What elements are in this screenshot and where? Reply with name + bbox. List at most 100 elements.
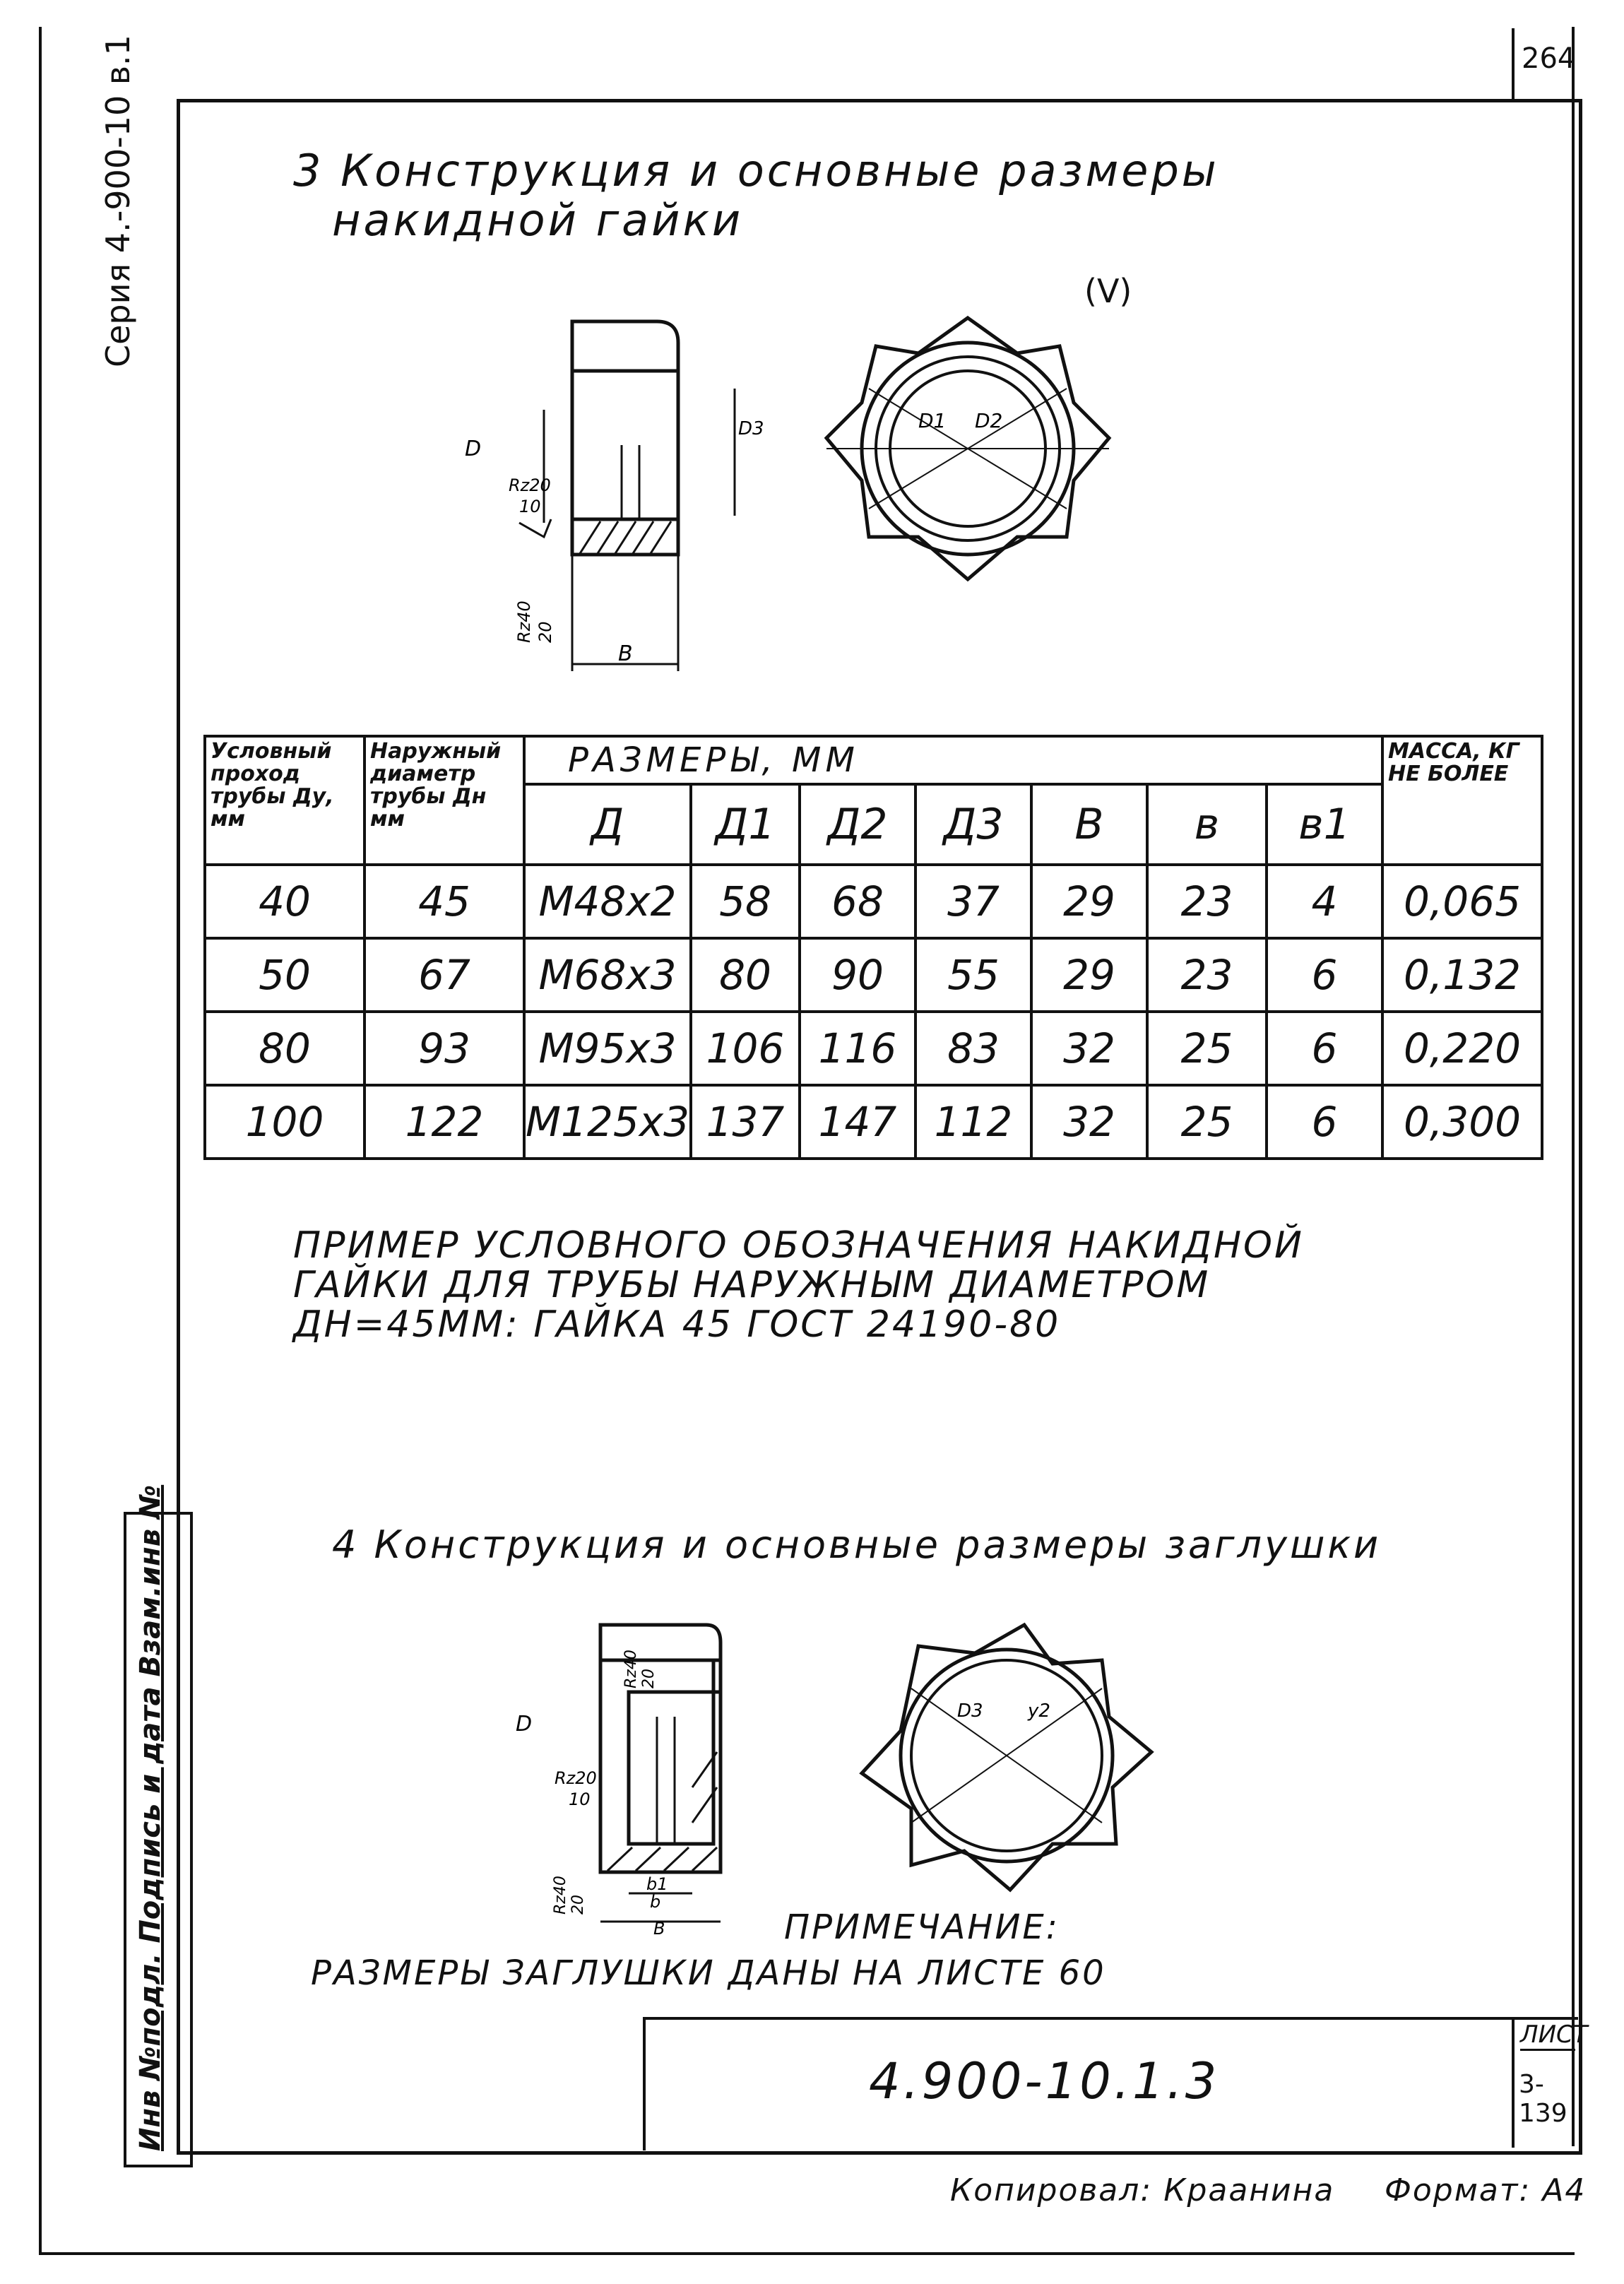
plug-label-b: b <box>650 1892 660 1912</box>
cell: М68х3 <box>523 937 692 1013</box>
label-b: B <box>618 641 633 666</box>
plug-label-twenty: 20 <box>640 1669 658 1688</box>
cell: 4 <box>1264 863 1384 940</box>
cell: 50 <box>203 937 366 1013</box>
cell: 23 <box>1145 863 1268 940</box>
note-heading: ПРИМЕЧАНИЕ: <box>784 1907 1060 1947</box>
hatching <box>578 521 672 555</box>
plug-body <box>600 1658 721 1846</box>
sub-header: Д <box>523 783 692 866</box>
cell: 116 <box>798 1010 917 1087</box>
sub-header: в1 <box>1264 783 1384 866</box>
nut-flange <box>570 517 680 557</box>
cell: 6 <box>1264 1010 1384 1087</box>
sheet-number: 264 <box>1522 42 1576 75</box>
cell: 0,132 <box>1380 937 1543 1013</box>
plug-center-line-2 <box>911 1688 1103 1823</box>
cell: 58 <box>689 863 801 940</box>
cell: 23 <box>1145 937 1268 1013</box>
cell: 147 <box>798 1084 917 1160</box>
example-line: ДН=45ММ: ГАЙКА 45 ГОСТ 24190-80 <box>293 1303 1061 1346</box>
label-d3: D3 <box>738 418 764 439</box>
example-line: ПРИМЕР УСЛОВНОГО ОБОЗНАЧЕНИЯ НАКИДНОЙ <box>293 1224 1304 1267</box>
cell: 83 <box>913 1010 1033 1087</box>
example-line: ГАЙКИ ДЛЯ ТРУБЫ НАРУЖНЫМ ДИАМЕТРОМ <box>293 1264 1211 1306</box>
title-block <box>643 2017 1578 2150</box>
sheet-number-box: 264 <box>1512 28 1578 102</box>
plug-hatching <box>606 1751 718 1872</box>
plug-plan-drawing: D3 y2 <box>859 1622 1154 1893</box>
view-mark: (V) <box>1084 272 1132 310</box>
table-header-row: Условный проход трубы Ду, мм Наружный ди… <box>203 735 1543 866</box>
series-label: Серия 4.-900-10 в.1 <box>99 35 137 367</box>
label-d: D <box>465 437 481 461</box>
table-subheader-row: Д Д1 Д2 Д3 В в в1 <box>205 783 1542 866</box>
document-code: 4.900-10.1.3 <box>869 2052 1220 2110</box>
cell: 29 <box>1029 937 1149 1013</box>
plug-label-bb: B <box>653 1919 665 1936</box>
section3-title-line2: накидной гайки <box>332 194 744 246</box>
label-rz20: Rz20 <box>509 475 551 495</box>
cell: 0,065 <box>1380 863 1543 940</box>
nut-section-drawing: D D3 Rz20 10 Rz40 20 B <box>465 319 764 671</box>
paper-format: Формат: А4 <box>1385 2172 1587 2208</box>
sub-header: Д2 <box>798 783 917 866</box>
sheet-label: ЛИСТ <box>1520 2020 1588 2051</box>
plug-label-rz20: Rz20 <box>555 1768 597 1788</box>
plug-outer <box>598 1658 723 1874</box>
cell: 80 <box>689 937 801 1013</box>
nut-top-contour <box>570 319 680 373</box>
label-twenty: 20 <box>535 621 555 643</box>
outer-frame-right <box>1572 27 1575 2146</box>
stamp-column-text: Инв №подл. Подпись и дата Взам.инв № <box>134 1484 167 2151</box>
cell: 40 <box>203 863 366 940</box>
plug-label-rz40: Rz40 <box>622 1650 640 1688</box>
cell: 122 <box>363 1084 526 1160</box>
section3-title-line1: 3 Конструкция и основные размеры <box>293 145 1219 196</box>
header-dims-group: РАЗМЕРЫ, ММ <box>523 735 1384 786</box>
cell: 29 <box>1029 863 1149 940</box>
sheet-box: ЛИСТ 3-139 <box>1512 2017 1588 2148</box>
copied-by: Копировал: Краанина <box>950 2172 1335 2208</box>
cell: 6 <box>1264 1084 1384 1160</box>
cell: 100 <box>203 1084 366 1160</box>
table-row: 40 45 М48х2 58 68 37 29 23 4 0,065 <box>203 863 1543 940</box>
label-d1: D1 <box>918 409 946 432</box>
section4-title: 4 Конструкция и основные размеры заглушк… <box>332 1522 1382 1567</box>
cell: 67 <box>363 937 526 1013</box>
cell: 37 <box>913 863 1033 940</box>
cell: 137 <box>689 1084 801 1160</box>
plug-label-twenty-b: 20 <box>569 1895 587 1915</box>
hex-outline <box>824 315 1112 582</box>
plug-label-y2: y2 <box>1027 1700 1050 1722</box>
inner-frame <box>177 99 1582 2155</box>
cell: 45 <box>363 863 526 940</box>
sheet-number-bottom: 3-139 <box>1519 2070 1567 2128</box>
cell: 112 <box>913 1084 1033 1160</box>
cell: 0,220 <box>1380 1010 1543 1087</box>
outer-frame <box>39 27 1575 2255</box>
cell: 93 <box>363 1010 526 1087</box>
dimensions-table: Условный проход трубы Ду, мм Наружный ди… <box>203 735 1543 1160</box>
cell: 6 <box>1264 937 1384 1013</box>
table-row: 80 93 М95х3 106 116 83 32 25 6 0,220 <box>203 1010 1543 1087</box>
header-outer: Наружный диаметр трубы Дн мм <box>363 735 526 866</box>
cell: М48х2 <box>523 863 692 940</box>
roughness-mark <box>518 519 552 539</box>
table-row: 100 122 М125х3 137 147 112 32 25 6 0,300 <box>203 1084 1543 1160</box>
cell: 25 <box>1145 1010 1268 1087</box>
plug-label-d3: D3 <box>957 1700 983 1722</box>
header-nominal: Условный проход трубы Ду, мм <box>203 735 366 866</box>
cell: 68 <box>798 863 917 940</box>
cell: 90 <box>798 937 917 1013</box>
header-mass: МАССА, КГ НЕ БОЛЕЕ <box>1380 735 1543 866</box>
label-d2: D2 <box>975 409 1002 432</box>
plug-section-drawing: D Rz40 20 Rz20 10 Rz40 20 b1 b B <box>516 1623 723 1936</box>
stamp-column <box>124 1512 193 2167</box>
sub-header: Д3 <box>913 783 1033 866</box>
plug-label-ten: 10 <box>569 1789 591 1809</box>
sub-header: Д1 <box>689 783 801 866</box>
cell: 55 <box>913 937 1033 1013</box>
table-row: 50 67 М68х3 80 90 55 29 23 6 0,132 <box>203 937 1543 1013</box>
label-rz40: Rz40 <box>514 600 534 643</box>
